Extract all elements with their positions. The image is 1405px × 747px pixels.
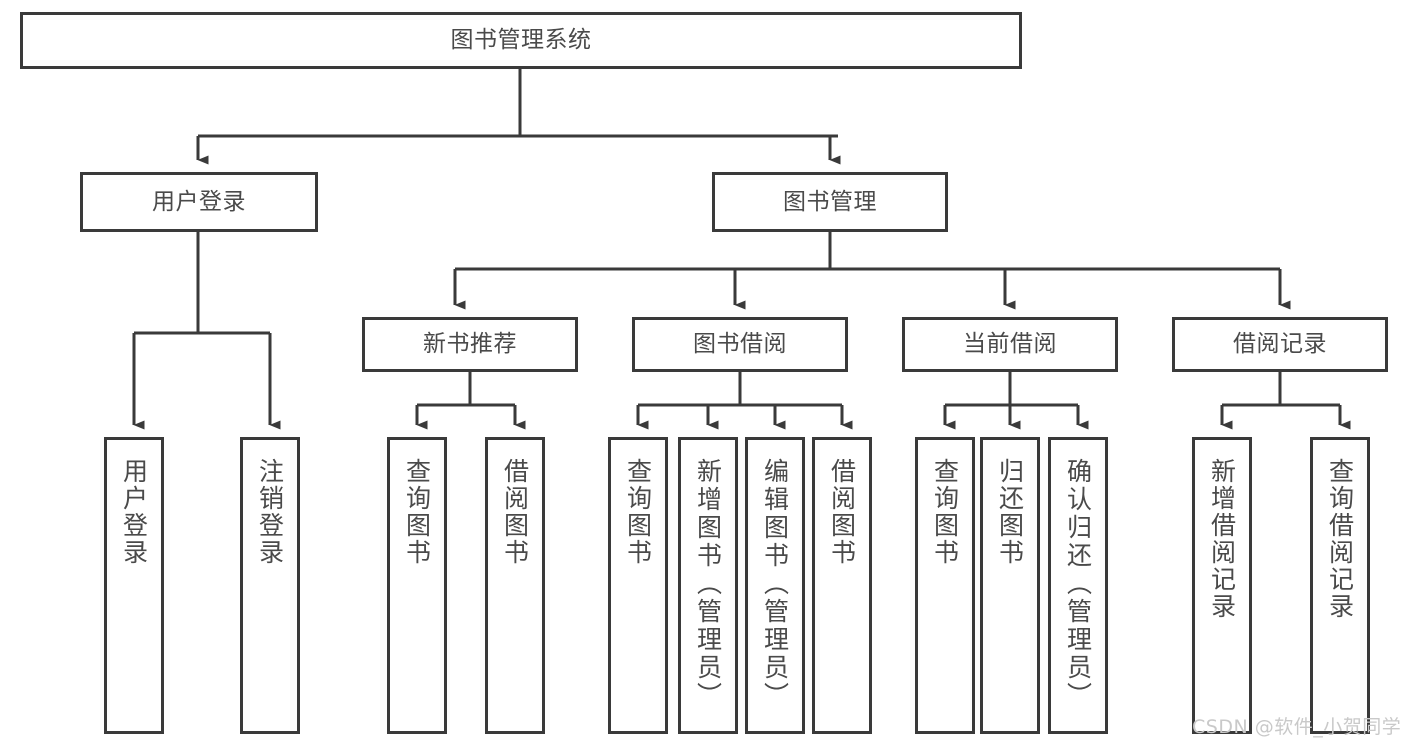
leaf-borrow-book[interactable]: 借阅图书 bbox=[812, 437, 872, 734]
node-label: 用户登录 bbox=[152, 188, 246, 215]
node-label: 借阅图书 bbox=[827, 458, 857, 566]
leaf-add-book-admin[interactable]: 新增图书（管理员） bbox=[678, 437, 738, 734]
leaf-add-borrow-record[interactable]: 新增借阅记录 bbox=[1192, 437, 1252, 734]
leaf-query-book-borrow[interactable]: 查询图书 bbox=[608, 437, 668, 734]
node-label: 编辑图书（管理员） bbox=[760, 458, 790, 710]
node-label: 当前借阅 bbox=[963, 331, 1057, 358]
node-current-borrow[interactable]: 当前借阅 bbox=[902, 317, 1118, 372]
node-label: 借阅记录 bbox=[1233, 331, 1327, 358]
node-root-book-management-system[interactable]: 图书管理系统 bbox=[20, 12, 1022, 69]
leaf-edit-book-admin[interactable]: 编辑图书（管理员） bbox=[745, 437, 805, 734]
csdn-watermark: CSDN @软件_小贺同学 bbox=[1192, 716, 1402, 738]
node-book-management[interactable]: 图书管理 bbox=[712, 172, 948, 232]
leaf-return-book[interactable]: 归还图书 bbox=[980, 437, 1040, 734]
node-label: 查询图书 bbox=[930, 458, 960, 566]
node-new-book-recommend[interactable]: 新书推荐 bbox=[362, 317, 578, 372]
node-label: 查询图书 bbox=[623, 458, 653, 566]
node-label: 用户登录 bbox=[119, 458, 149, 566]
leaf-confirm-return-admin[interactable]: 确认归还（管理员） bbox=[1048, 437, 1108, 734]
node-label: 注销登录 bbox=[255, 458, 285, 566]
node-label: 借阅图书 bbox=[500, 458, 530, 566]
node-label: 归还图书 bbox=[995, 458, 1025, 566]
node-user-login[interactable]: 用户登录 bbox=[80, 172, 318, 232]
node-book-borrow[interactable]: 图书借阅 bbox=[632, 317, 848, 372]
node-label: 新增借阅记录 bbox=[1207, 458, 1237, 620]
node-label: 确认归还（管理员） bbox=[1063, 458, 1093, 710]
node-label: 新书推荐 bbox=[423, 331, 517, 358]
node-label: 图书管理 bbox=[783, 188, 877, 215]
leaf-query-book-recommend[interactable]: 查询图书 bbox=[387, 437, 447, 734]
leaf-borrow-book-recommend[interactable]: 借阅图书 bbox=[485, 437, 545, 734]
node-label: 查询借阅记录 bbox=[1325, 458, 1355, 620]
leaf-query-book-current[interactable]: 查询图书 bbox=[915, 437, 975, 734]
node-label: 图书管理系统 bbox=[450, 27, 592, 54]
node-label: 新增图书（管理员） bbox=[693, 458, 723, 710]
leaf-query-borrow-record[interactable]: 查询借阅记录 bbox=[1310, 437, 1370, 734]
leaf-user-login[interactable]: 用户登录 bbox=[104, 437, 164, 734]
node-label: 查询图书 bbox=[402, 458, 432, 566]
node-borrow-records[interactable]: 借阅记录 bbox=[1172, 317, 1388, 372]
node-label: 图书借阅 bbox=[693, 331, 787, 358]
leaf-logout[interactable]: 注销登录 bbox=[240, 437, 300, 734]
